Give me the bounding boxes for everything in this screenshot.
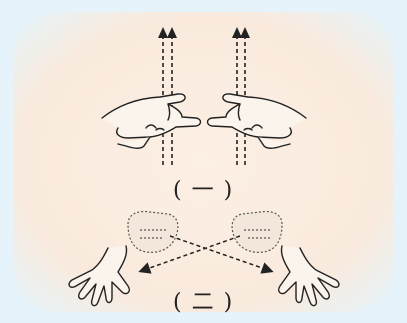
caption-step-one: (一) — [173, 172, 242, 204]
caption-step-two: (二) — [173, 284, 242, 316]
panel-background — [14, 12, 393, 312]
